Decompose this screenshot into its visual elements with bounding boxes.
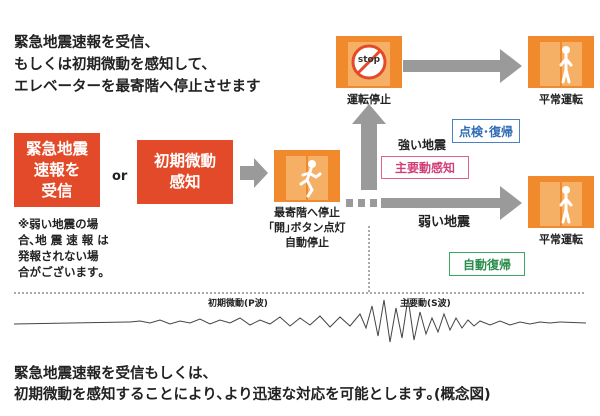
footer-line-2: 初期微動を感知することにより､より迅速な対応を可能とします｡(概念図)	[14, 387, 491, 403]
nearest-stop-line-3: 自動停止	[285, 236, 329, 249]
elevator-standing-person-icon-2	[528, 176, 594, 228]
strong-quake-label: 強い地震	[398, 138, 447, 152]
note-line-4: 合がございます｡	[18, 265, 105, 279]
elevator-normal-top	[528, 36, 594, 88]
main-motion-badge: 主要動感知	[381, 156, 469, 179]
arrow-to-auto-recovery	[381, 186, 522, 220]
note-text: ※弱い地震の場 合､地 震 速 報 は 発報されない場 合がございます｡	[18, 216, 109, 280]
note-line-3: 発報されない場	[18, 249, 99, 263]
note-line-2: 合､地 震 速 報 は	[18, 233, 109, 247]
elevator-operation-stop: stop	[336, 36, 402, 88]
intro-text: 緊急地震速報を受信、 もしくは初期微動を感知して、 エレベーターを最寄階へ停止さ…	[14, 32, 261, 98]
initial-motion-trigger-box: 初期微動 感知	[137, 140, 233, 204]
footer-line-1: 緊急地震速報を受信もしくは、	[14, 366, 217, 382]
auto-recovery-badge: 自動復帰	[449, 252, 525, 276]
elevator-nearest-stop	[274, 150, 340, 202]
dash-2	[358, 199, 365, 207]
inspection-badge: 点検･復帰	[452, 119, 520, 143]
p-wave-label: 初期微動(P波)	[208, 299, 268, 309]
elevator-running-person-icon	[274, 150, 340, 202]
stop-sign-text: stop	[357, 55, 381, 65]
intro-line-2: もしくは初期微動を感知して、	[14, 57, 216, 73]
dash-1	[346, 199, 353, 207]
eew-trigger-box: 緊急地震 速報を 受信	[14, 133, 100, 207]
or-label: or	[112, 169, 128, 184]
eew-line-3: 受信	[41, 181, 73, 200]
note-line-1: ※弱い地震の場	[18, 217, 99, 231]
initial-line-2: 感知	[169, 173, 201, 191]
nearest-stop-line-1: 最寄階へ停止	[274, 206, 340, 219]
arrow-up-to-stop	[352, 104, 386, 190]
intro-line-3: エレベーターを最寄階へ停止させます	[14, 79, 261, 95]
baseline-right	[559, 321, 587, 324]
normal-top-label: 平常運転	[539, 93, 583, 106]
eew-line-1: 緊急地震	[25, 139, 88, 158]
eew-line-2: 速報を	[33, 160, 81, 179]
elevator-normal-bottom	[528, 176, 594, 228]
nearest-stop-line-2: ｢開｣ボタン点灯	[268, 221, 346, 234]
elevator-standing-person-icon	[528, 36, 594, 88]
arrow-to-inspection	[403, 49, 522, 83]
arrow-to-nearest-stop	[240, 158, 268, 188]
intro-line-1: 緊急地震速報を受信、	[14, 35, 159, 51]
operation-stop-label: 運転停止	[347, 93, 391, 106]
footer-caption: 緊急地震速報を受信もしくは、 初期微動を感知することにより､より迅速な対応を可能…	[14, 364, 491, 406]
stop-sign-icon	[336, 36, 402, 88]
weak-quake-label: 弱い地震	[418, 215, 471, 230]
seismic-waveform	[129, 297, 561, 343]
s-wave-label: 主要動(S波)	[400, 299, 451, 309]
normal-bottom-label: 平常運転	[539, 233, 583, 246]
initial-line-1: 初期微動	[153, 152, 216, 170]
dash-3	[370, 199, 377, 207]
baseline-left	[13, 321, 131, 325]
nearest-stop-label: 最寄階へ停止 ｢開｣ボタン点灯 自動停止	[257, 205, 357, 250]
